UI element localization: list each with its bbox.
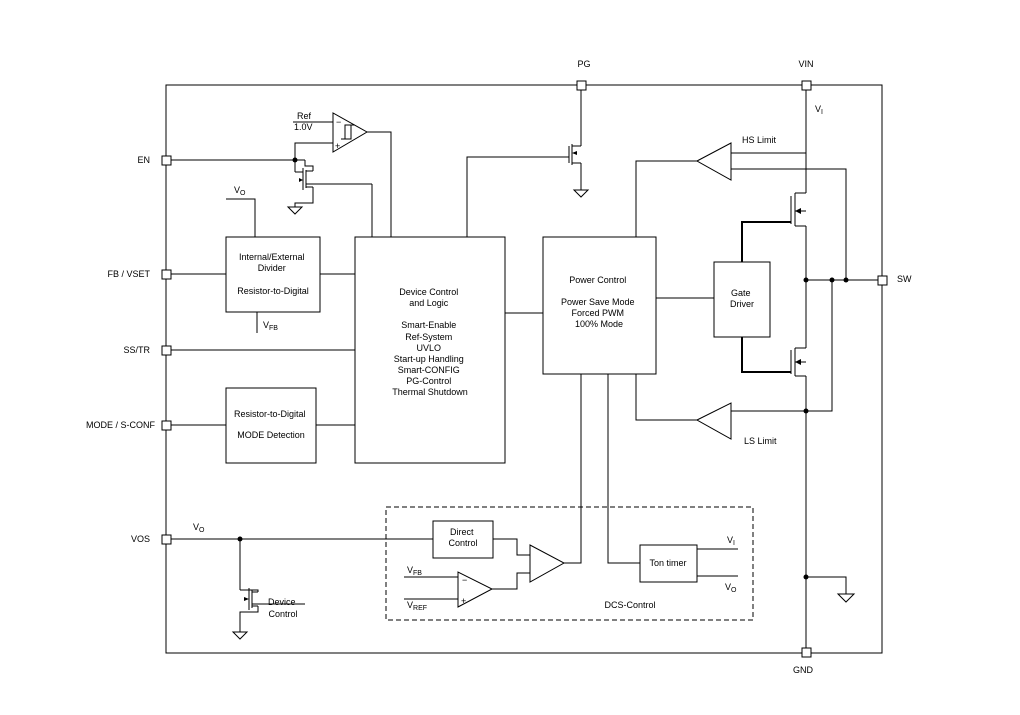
vos-vo-label: VO [193,522,205,534]
direct-control-text: Direct Control [448,527,477,548]
ref-label: Ref [297,111,312,121]
svg-text:−: − [462,575,467,585]
gnd-ground-icon [836,593,856,603]
pg-ground-icon [572,189,590,198]
pin-label-en: EN [137,155,150,165]
gate-driver-block: Gate Driver [713,261,771,338]
pg-transistor [565,90,582,190]
pin-en: EN [137,155,172,166]
svg-text:−: − [336,117,341,127]
dcs-vref-label: VREF [407,600,427,612]
hs-limit-label: HS Limit [742,135,777,145]
dcs-error-amplifier: − + [457,571,494,608]
ton-timer-text: Ton timer [649,558,686,568]
pin-label-mode-sconf: MODE / S-CONF [86,420,156,430]
pin-label-sw: SW [897,274,912,284]
divider-vo-label: VO [234,185,246,197]
ton-timer-block: Ton timer [639,544,698,583]
en-pulldown-transistor [294,160,373,237]
divider-vfb-label: VFB [263,320,278,332]
ref-comparator: − + [332,112,369,153]
ls-mosfet [790,280,807,648]
direct-control-block: Direct Control [432,520,494,559]
dcs-vfb-label: VFB [407,565,422,577]
vos-ground-icon [231,631,249,640]
dcs-control-label: DCS-Control [604,600,655,610]
pin-label-gnd: GND [793,665,814,675]
divider-block: Internal/External Divider Resistor-to-Di… [225,236,321,313]
mode-detection-text: Resistor-to-Digital MODE Detection [234,409,308,440]
ic-boundary [165,84,883,654]
ton-vo-label: VO [725,582,737,594]
power-control-block: Power Control Power Save Mode Forced PWM… [542,236,657,375]
device-control-label: Device Control [268,597,298,619]
power-control-text: Power Control Power Save Mode Forced PWM… [561,275,637,329]
vos-device-control-transistor [239,539,305,632]
pin-label-ss-tr: SS/TR [123,345,150,355]
dcs-comparator [529,544,566,583]
hs-mosfet [790,192,807,280]
ls-limit-amplifier [695,402,732,440]
gate-driver-text: Gate Driver [730,288,754,309]
device-control-logic-block: Device Control and Logic Smart-Enable Re… [354,236,506,464]
en-ground-icon [286,206,304,215]
pin-label-fb-vset: FB / VSET [107,269,150,279]
ton-vi-label: VI [727,535,735,547]
hs-limit-amplifier [695,142,732,181]
pin-fb-vset: FB / VSET [107,269,172,280]
pin-ss-tr: SS/TR [123,345,172,356]
device-control-logic-text: Device Control and Logic Smart-Enable Re… [392,287,468,397]
pin-gnd: GND [793,647,814,675]
ls-limit-label: LS Limit [744,436,777,446]
pin-label-pg: PG [577,59,590,69]
divider-text: Internal/External Divider Resistor-to-Di… [237,252,309,296]
svg-text:+: + [461,596,466,606]
pin-sw: SW [877,274,912,286]
ref-value-label: 1.0V [294,122,313,132]
pin-label-vos: VOS [131,534,150,544]
pin-mode-sconf: MODE / S-CONF [86,420,172,431]
pin-vos: VOS [131,534,172,545]
pin-label-vin: VIN [798,59,813,69]
svg-text:+: + [335,141,340,151]
vin-vi-label: VI [815,104,823,116]
mode-detection-block: Resistor-to-Digital MODE Detection [225,387,317,464]
